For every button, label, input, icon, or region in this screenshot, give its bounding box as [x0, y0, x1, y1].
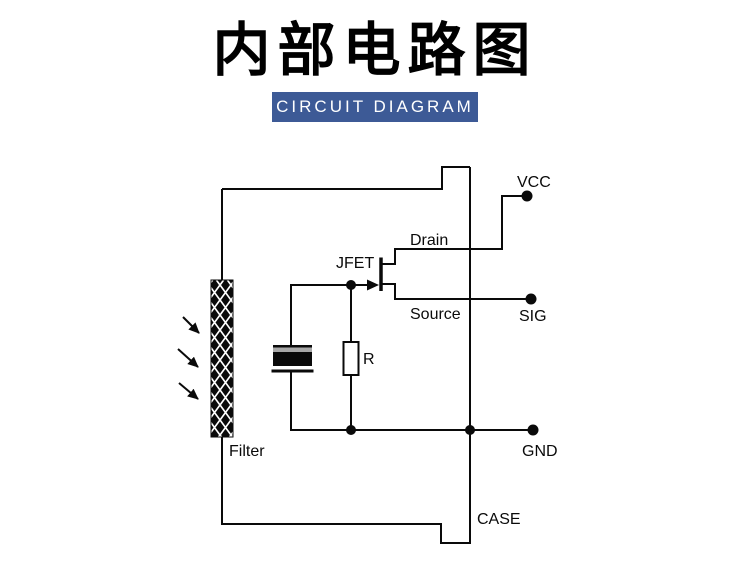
subtitle-banner: CIRCUIT DIAGRAM — [272, 92, 478, 122]
terminal-dot — [527, 424, 539, 436]
filter-label: Filter — [229, 443, 265, 460]
wire-drain-to-vcc — [381, 195, 522, 265]
subtitle-text: CIRCUIT DIAGRAM — [276, 97, 474, 116]
wire-source-to-sig — [381, 283, 526, 300]
terminal-gnd: GND — [522, 424, 558, 460]
terminal-dot — [525, 293, 537, 305]
terminal-dot — [521, 190, 533, 202]
jfet-gate-arrow-icon — [367, 279, 379, 291]
filter-component: Filter — [210, 279, 265, 460]
pyro-bottom-plate — [271, 369, 314, 373]
filter-window — [210, 279, 234, 438]
resistor-label: R — [363, 351, 375, 368]
wire-ground-bus — [290, 371, 528, 431]
jfet-label: JFET — [336, 255, 374, 272]
sig-label: SIG — [519, 308, 547, 325]
wire-bottom-step — [222, 523, 471, 544]
jfet-component: JFET — [336, 255, 383, 291]
ir-arrows — [177, 316, 200, 400]
resistor-body — [342, 341, 360, 376]
gnd-label: GND — [522, 443, 558, 460]
pyro-element — [271, 345, 314, 373]
pyro-gray-stripe — [273, 347, 312, 352]
ir-arrow-icon — [177, 348, 199, 368]
junction-dot — [465, 425, 475, 435]
junction-dot — [346, 280, 356, 290]
wire-gate-node — [290, 284, 368, 346]
drain-label: Drain — [410, 232, 448, 249]
resistor-component: R — [342, 341, 375, 376]
wire-top-step — [222, 166, 470, 190]
vcc-label: VCC — [517, 174, 551, 191]
ir-arrow-icon — [182, 316, 200, 334]
page-title: 内部电路图 — [212, 18, 538, 83]
source-label: Source — [410, 306, 461, 323]
terminal-vcc: VCC — [517, 174, 551, 202]
terminal-sig: SIG — [519, 293, 547, 325]
case-label: CASE — [477, 511, 521, 528]
header: 内部电路图 CIRCUIT DIAGRAM — [0, 0, 750, 122]
ir-arrow-icon — [178, 382, 199, 400]
junction-dot — [346, 425, 356, 435]
